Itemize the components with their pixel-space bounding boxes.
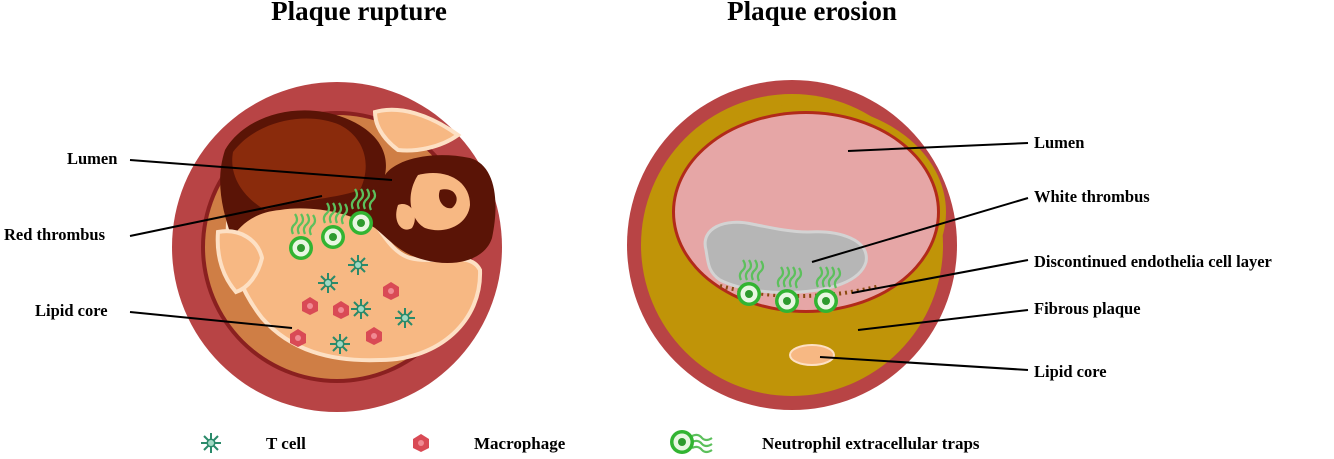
leader-line-rupture-lipid-core	[129, 311, 293, 329]
label-white-thrombus: White thrombus	[1034, 187, 1150, 206]
legend-macrophage-icon	[413, 434, 429, 452]
leader-line-red-thrombus	[129, 195, 323, 237]
label-fibrous-plaque: Fibrous plaque	[1034, 299, 1141, 318]
legend-t-cell-icon	[200, 432, 222, 454]
rupture-vessel	[172, 82, 502, 412]
leader-line-erosion-lipid-core	[819, 356, 1029, 371]
leader-line-erosion-lumen	[847, 142, 1029, 152]
leader-line-white-thrombus	[811, 197, 1029, 263]
leader-line-endothelia	[851, 259, 1029, 294]
erosion-lipid-core	[789, 344, 835, 366]
label-erosion-lipid-core: Lipid core	[1034, 362, 1107, 381]
title-plaque-rupture: Plaque rupture	[271, 0, 447, 26]
legend-macrophage-label: Macrophage	[474, 434, 566, 453]
title-plaque-erosion: Plaque erosion	[727, 0, 897, 26]
label-discontinued-endothelia: Discontinued endothelia cell layer	[1034, 252, 1272, 271]
leader-line-fibrous-plaque	[857, 309, 1029, 331]
legend-net-icon	[670, 430, 713, 454]
label-rupture-lumen: Lumen	[67, 149, 117, 168]
legend-net-label: Neutrophil extracellular traps	[762, 434, 980, 453]
legend: T cell Macrophage Neutrophil extracellul…	[200, 430, 980, 454]
legend-t-cell-label: T cell	[266, 434, 306, 453]
label-rupture-lipid-core: Lipid core	[35, 301, 108, 320]
leader-line-rupture-lumen	[129, 159, 393, 181]
label-red-thrombus: Red thrombus	[4, 225, 106, 244]
erosion-vessel	[627, 80, 957, 410]
label-erosion-lumen: Lumen	[1034, 133, 1084, 152]
